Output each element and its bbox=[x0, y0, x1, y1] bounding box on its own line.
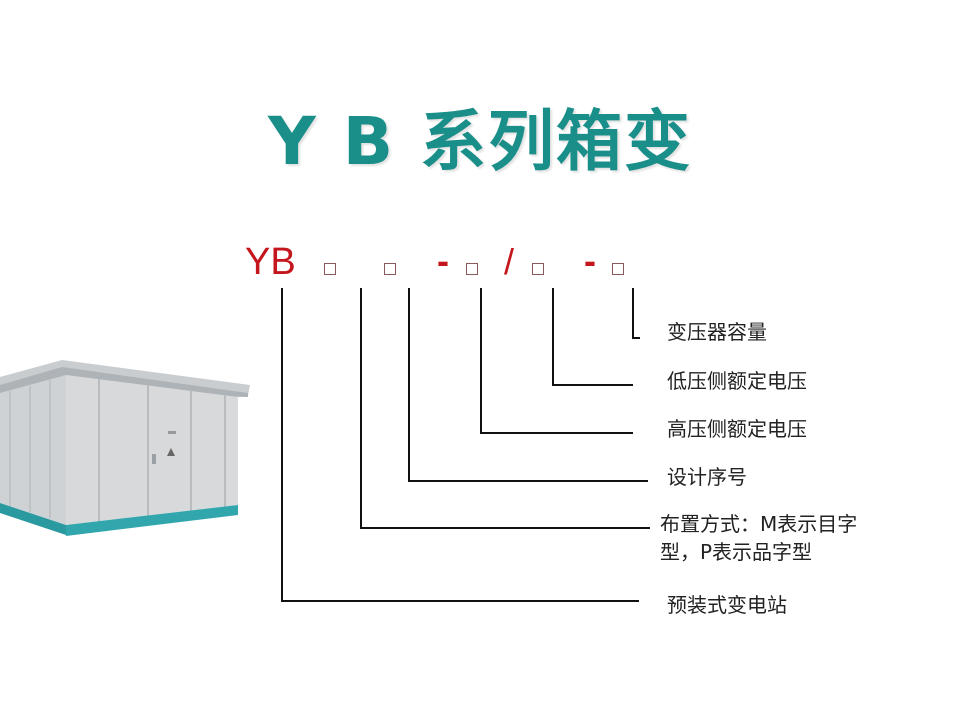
leader-line-high-voltage bbox=[480, 288, 482, 433]
leader-line-design bbox=[408, 288, 410, 481]
placeholder-box-layout bbox=[324, 263, 336, 275]
model-prefix: YB bbox=[245, 241, 296, 283]
separator-slash: / bbox=[504, 241, 515, 282]
separator-dash: - bbox=[584, 240, 596, 281]
leader-line-capacity bbox=[632, 288, 634, 338]
label-design-no: 设计序号 bbox=[667, 465, 747, 489]
separator-dash: - bbox=[437, 240, 449, 281]
label-high-voltage: 高压侧额定电压 bbox=[667, 417, 807, 441]
leader-line-low-voltage bbox=[552, 288, 554, 385]
leader-line-design bbox=[408, 480, 648, 482]
leader-line-high-voltage bbox=[480, 432, 633, 434]
page-title: Y B 系列箱变 bbox=[267, 103, 693, 180]
placeholder-box-design bbox=[384, 263, 396, 275]
label-layout-line1: 布置方式：M表示目字 bbox=[660, 512, 858, 536]
label-layout-line2: 型，P表示品字型 bbox=[660, 540, 813, 564]
leader-line-type bbox=[281, 600, 639, 602]
label-capacity: 变压器容量 bbox=[667, 320, 767, 344]
label-low-voltage: 低压侧额定电压 bbox=[667, 369, 807, 393]
placeholder-box-low-voltage bbox=[532, 263, 544, 275]
leader-line-layout bbox=[360, 288, 362, 528]
substation-image bbox=[0, 360, 250, 536]
label-type: 预装式变电站 bbox=[667, 593, 787, 617]
placeholder-box-high-voltage bbox=[466, 263, 478, 275]
leader-line-capacity bbox=[632, 337, 640, 339]
label-layout: 布置方式：M表示目字 型，P表示品字型 bbox=[660, 510, 857, 566]
leader-line-low-voltage bbox=[552, 384, 633, 386]
leader-line-type bbox=[281, 288, 283, 601]
leader-line-layout bbox=[360, 527, 650, 529]
placeholder-box-capacity bbox=[612, 263, 624, 275]
